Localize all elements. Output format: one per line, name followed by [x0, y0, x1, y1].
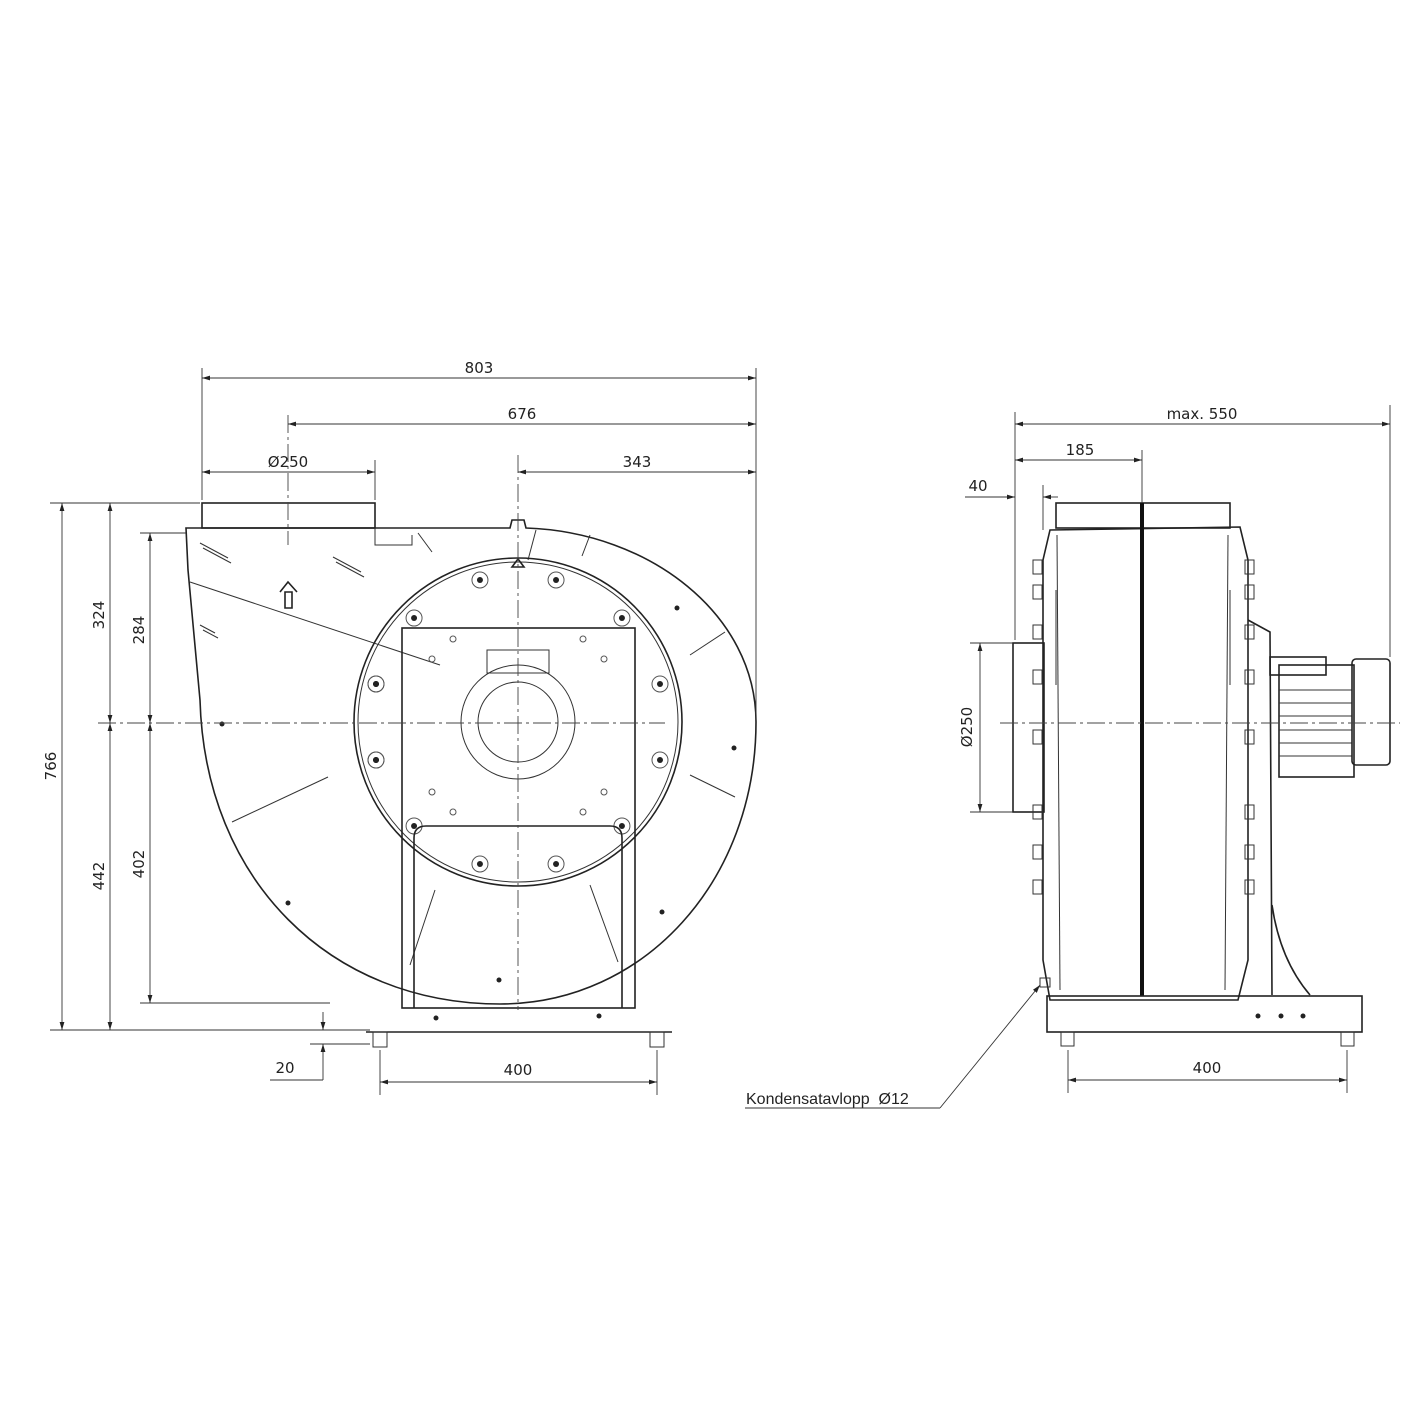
dim-center-to-edge: 343	[623, 453, 652, 471]
motor-fan-cover	[1351, 658, 1391, 766]
outlet-lip	[374, 528, 413, 546]
condensate-drain-label: Kondensatavlopp Ø12	[746, 1091, 909, 1108]
flange-tab	[1244, 559, 1255, 575]
flange-tab	[1244, 879, 1255, 895]
flange-bolt	[471, 855, 489, 873]
flange-bolt	[651, 751, 669, 769]
dim-inlet-dia: Ø250	[958, 707, 976, 747]
foot-bolt-left-side	[1060, 1031, 1075, 1047]
flange-tab	[1032, 804, 1043, 820]
base-frame	[1046, 995, 1363, 1033]
motor-fins	[1279, 689, 1352, 757]
dim-outlet-offset: 185	[1066, 441, 1095, 459]
foot-bolt-right-side	[1340, 1031, 1355, 1047]
dim-top-to-center: 324	[90, 601, 108, 630]
airflow-arrow-icon	[279, 580, 298, 609]
housing-edge-line	[189, 581, 441, 666]
flange-bolt-center	[411, 615, 418, 622]
flange-bolt-center	[476, 860, 483, 867]
flange-bolt	[471, 571, 489, 589]
flange-bolt	[547, 571, 565, 589]
flange-tab	[1032, 624, 1043, 640]
dim-housing-top-to-center: 284	[130, 616, 148, 645]
dim-max-depth: max. 550	[1167, 405, 1238, 423]
flange-tab	[1244, 669, 1255, 685]
flange-tab	[1244, 729, 1255, 745]
flange-bolt-center	[373, 680, 380, 687]
dim-overall-height: 766	[42, 752, 60, 781]
dim-inlet-length: 40	[968, 477, 987, 495]
flange-tab	[1032, 844, 1043, 860]
flange-bolt	[405, 609, 423, 627]
flange-bolt	[367, 751, 385, 769]
inlet-spigot	[1012, 642, 1045, 813]
housing-dots	[219, 605, 737, 1021]
motor-stand	[1247, 619, 1273, 996]
flange-tab	[1032, 669, 1043, 685]
flange-tab	[1032, 559, 1043, 575]
dim-foot-spacing-side: 400	[1193, 1059, 1222, 1077]
motor-terminal-box	[1269, 656, 1327, 676]
flange-tab	[1032, 584, 1043, 600]
flange-bolt-center	[553, 860, 560, 867]
flange-bolt-center	[656, 757, 663, 764]
dim-foot-height: 20	[275, 1059, 294, 1077]
dim-inlet-to-edge: 676	[508, 405, 537, 423]
dim-center-to-floor: 442	[90, 862, 108, 891]
flange-bolt-center	[373, 757, 380, 764]
foot-bolt-right	[649, 1031, 665, 1048]
front-view: 803 676 Ø250 343 766 324 442 284 402 20 …	[42, 359, 757, 1095]
flange-tab	[1244, 624, 1255, 640]
outlet-duct	[201, 502, 376, 529]
flange-bolt	[547, 855, 565, 873]
condensate-drain	[1039, 977, 1051, 988]
flange-tab	[1244, 584, 1255, 600]
flange-bolts	[367, 571, 669, 873]
flange-bolt-center	[618, 822, 625, 829]
flange-bolt	[651, 675, 669, 693]
flange-bolt	[613, 609, 631, 627]
housing-ribs	[231, 529, 736, 966]
dim-foot-spacing-front: 400	[504, 1061, 533, 1079]
hatch-marks	[199, 542, 365, 639]
foot-bolt-left	[372, 1031, 388, 1048]
flange-tab	[1244, 804, 1255, 820]
flange-bolt-center	[656, 680, 663, 687]
flange-bolt-center	[618, 615, 625, 622]
flange-tabs	[1032, 559, 1255, 895]
housing-side	[1042, 526, 1249, 1001]
side-view: max. 550 185 40 Ø250 400 Kondensatavlopp…	[745, 405, 1400, 1109]
motor-body	[1278, 664, 1355, 778]
flange-bolt	[367, 675, 385, 693]
flange-bolt-center	[553, 577, 560, 584]
dim-overall-width: 803	[465, 359, 494, 377]
flange-bolt-center	[411, 822, 418, 829]
dim-center-to-housing-bottom: 402	[130, 850, 148, 879]
flange-tab	[1032, 729, 1043, 745]
volute-housing	[185, 519, 757, 1005]
flange-tab	[1032, 879, 1043, 895]
dim-outlet-dia: Ø250	[268, 453, 308, 471]
flange-bolt-center	[476, 577, 483, 584]
motor-frame	[401, 627, 636, 1009]
flange-tab	[1244, 844, 1255, 860]
